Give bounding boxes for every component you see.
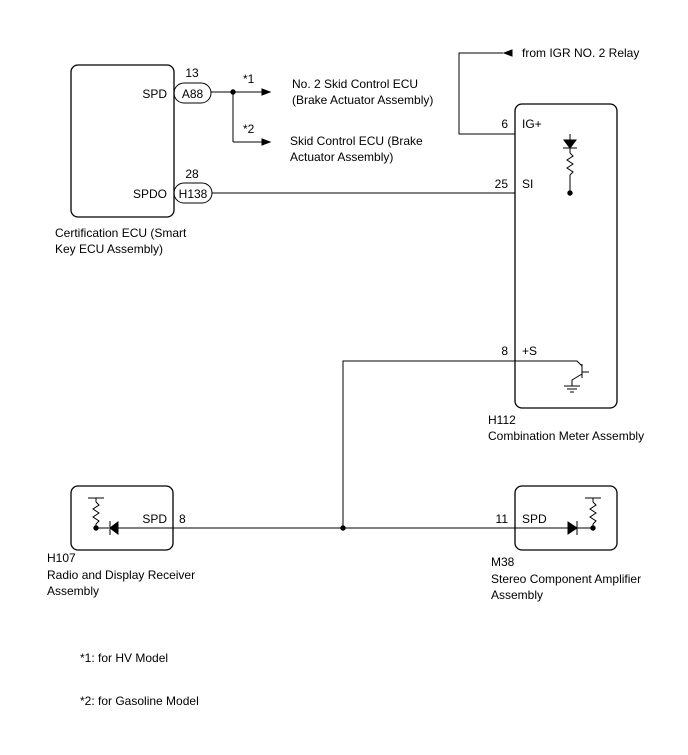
radio-receiver: SPD 8 H107 Radio and Display Receiver As… (47, 485, 195, 598)
meter-diode-icon (563, 139, 577, 149)
note-mark-1: *1 (243, 72, 255, 86)
connector-a88-label: A88 (182, 87, 204, 101)
combination-meter-box (514, 103, 618, 409)
radio-resistor-icon (92, 501, 100, 525)
dest2-line2: Actuator Assembly) (290, 150, 393, 164)
radio-pin-8: 8 (179, 512, 186, 526)
arrow-to-skid-ecu-icon (261, 138, 272, 146)
radio-name-line1: Radio and Display Receiver (47, 568, 195, 582)
stereo-amplifier: 11 SPD M38 Stereo Component Amplifier As… (491, 485, 641, 602)
cert-ecu-name-line1: Certification ECU (Smart (55, 226, 187, 240)
footnote-2: *2: for Gasoline Model (80, 694, 199, 708)
dest2-line1: Skid Control ECU (Brake (290, 134, 423, 148)
meter-pin-s: +S (522, 344, 537, 358)
note-mark-2: *2 (243, 122, 255, 136)
relay-label: from IGR NO. 2 Relay (522, 46, 639, 60)
radio-pin-spd: SPD (142, 512, 167, 526)
amp-code: M38 (491, 555, 515, 569)
meter-resistor-icon (566, 152, 574, 176)
footnote-1: *1: for HV Model (80, 651, 168, 665)
branch-to-skid-ecu: *1 No. 2 Skid Control ECU (Brake Actuato… (211, 72, 433, 164)
meter-pin-25: 25 (495, 177, 509, 191)
cert-ecu-pin-13: 13 (185, 66, 199, 80)
meter-code: H112 (488, 413, 516, 427)
meter-pin-ig: IG+ (522, 117, 542, 131)
meter-pin-6: 6 (501, 117, 508, 131)
arrow-to-no2-skid-ecu-icon (261, 88, 272, 96)
radio-code: H107 (47, 551, 76, 565)
connector-h138-label: H138 (179, 187, 208, 201)
connector-a88-outline (173, 82, 212, 104)
cert-ecu-pin-spdo: SPDO (133, 187, 167, 201)
radio-name-line2: Assembly (47, 584, 99, 598)
amp-name-line1: Stereo Component Amplifier (491, 572, 641, 586)
cert-ecu-pin-28: 28 (185, 167, 199, 181)
wire-meter-s-to-bus (342, 360, 515, 528)
combination-meter: 6 IG+ 25 SI 8 +S H112 Combination Meter … (488, 103, 644, 443)
meter-name: Combination Meter Assembly (488, 429, 644, 443)
amp-resistor-icon (589, 501, 597, 525)
certification-ecu: SPD SPDO Certification ECU (Smart Key EC… (55, 64, 213, 256)
amp-name-line2: Assembly (491, 588, 543, 602)
amp-pin-spd: SPD (522, 512, 547, 526)
bus-junction-dot (340, 525, 346, 531)
meter-transistor-emitter (571, 373, 583, 386)
cert-ecu-pin-spd: SPD (142, 87, 167, 101)
arrow-from-relay-icon (502, 49, 513, 57)
dest1-line2: (Brake Actuator Assembly) (292, 93, 433, 107)
cert-ecu-name-line2: Key ECU Assembly) (55, 242, 163, 256)
amp-pin-11: 11 (496, 512, 509, 526)
stereo-amplifier-box (514, 485, 618, 551)
meter-pin-si: SI (522, 177, 533, 191)
meter-junction-dot (567, 190, 573, 196)
meter-pin-8: 8 (501, 344, 508, 358)
dest1-line1: No. 2 Skid Control ECU (292, 77, 418, 91)
certification-ecu-box (70, 64, 175, 218)
amp-diode-icon (567, 521, 578, 535)
